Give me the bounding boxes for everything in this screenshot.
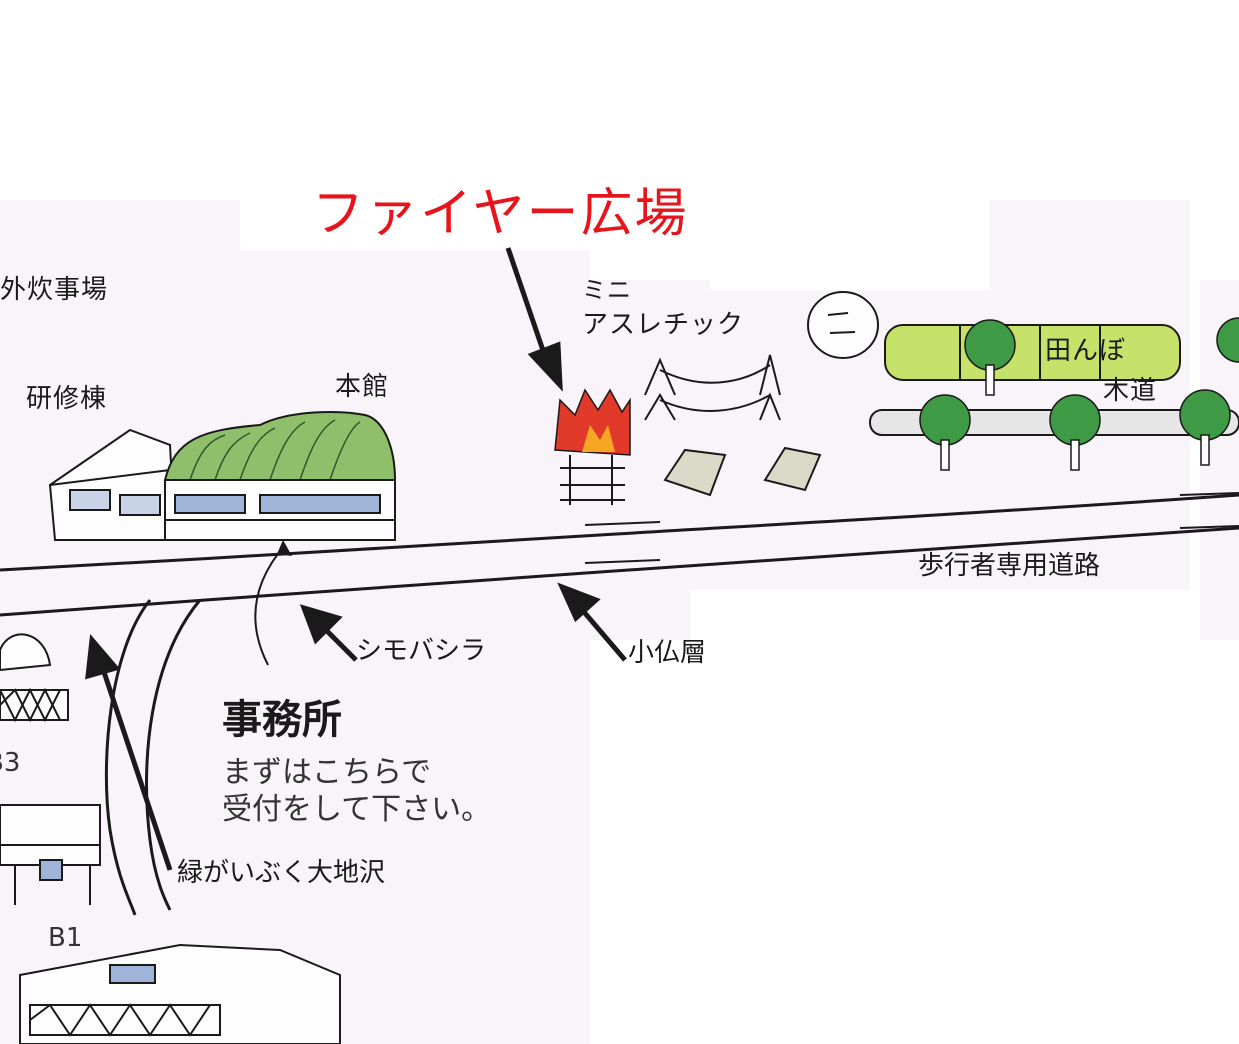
mini-athletic-drawing: [644, 354, 781, 421]
main-building-drawing: [163, 411, 397, 541]
label-outdoor-kitchen: 外炊事場: [0, 275, 109, 305]
label-boardwalk: 木道: [1103, 376, 1158, 406]
label-mini-athletic-2: アスレチック: [582, 310, 745, 340]
office-arrow: [254, 544, 286, 666]
label-building-b3: B3: [0, 748, 21, 778]
label-pedestrian-road: 歩行者専用道路: [918, 551, 1101, 581]
label-mini-athletic-1: ミニ: [582, 276, 632, 304]
label-office-title: 事務所: [222, 697, 342, 743]
tree-drawings: [919, 317, 1239, 471]
label-rice-paddy: 田んぼ: [1045, 336, 1127, 366]
map-title: ファイヤー広場: [312, 184, 689, 244]
label-stream: 緑がいぶく大地沢: [177, 858, 386, 888]
office-arrow-head: [277, 540, 292, 556]
label-building-b1: B1: [48, 923, 83, 953]
label-office-note-1: まずはこちらで: [222, 755, 432, 790]
bottom-building-drawing: [19, 943, 341, 1044]
label-training-building: 研修棟: [26, 384, 108, 414]
label-main-building: 本館: [335, 372, 390, 402]
rice-paddy-drawing: [884, 324, 1181, 381]
label-kobotokezo: 小仏層: [628, 638, 707, 668]
label-office-note-2: 受付をして下さい。: [222, 792, 492, 827]
label-shimobashira: シモバシラ: [356, 636, 487, 666]
cabin-drawing: [0, 804, 101, 905]
pointer-arrows: [85, 247, 627, 871]
pedestrian-road: [584, 492, 1239, 564]
bench-drawings: [663, 446, 822, 497]
b3-building-drawing: [0, 633, 69, 723]
fire-drawing: [554, 388, 631, 505]
sign-circle: [807, 291, 879, 359]
